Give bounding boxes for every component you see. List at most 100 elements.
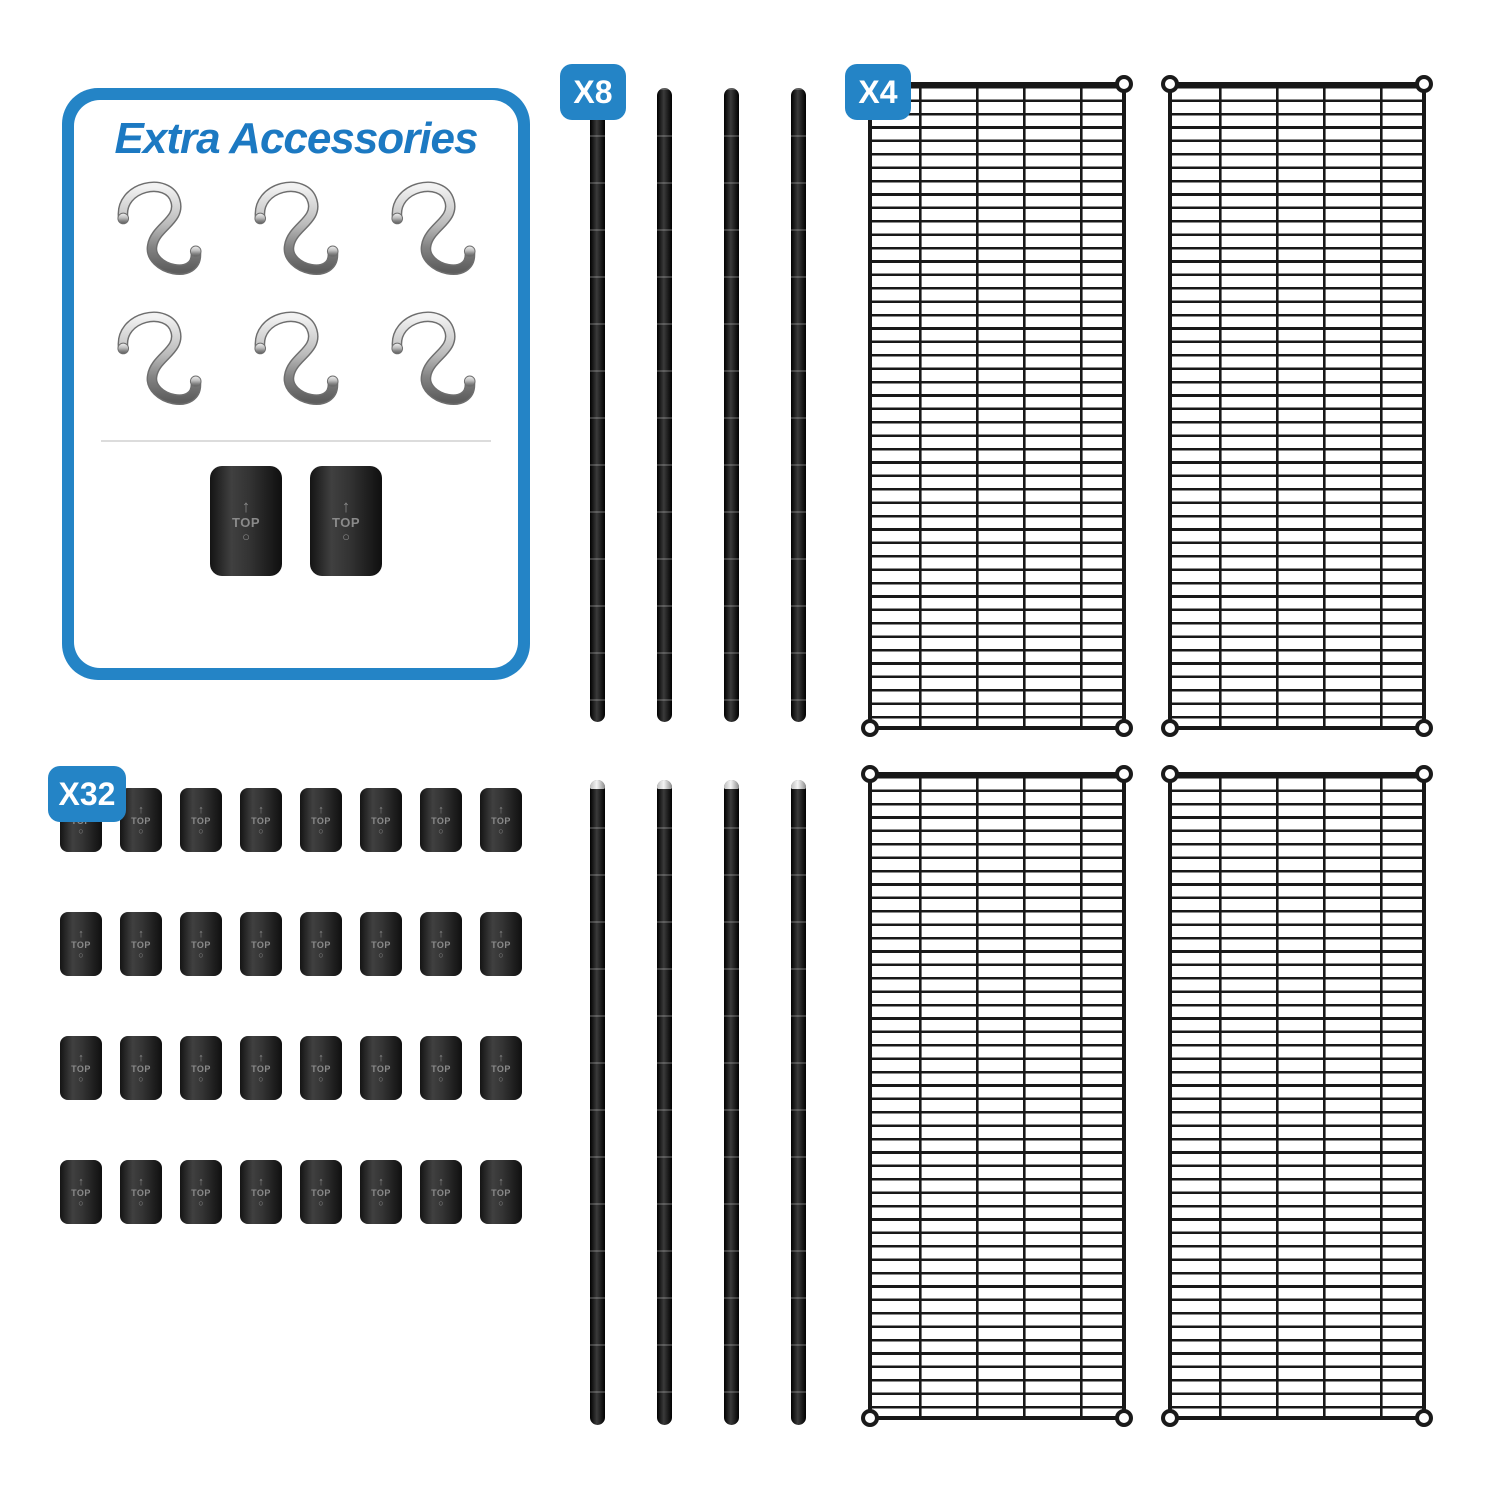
clip-ring-mark: ○: [198, 949, 204, 960]
clip-ring-mark: ○: [78, 1073, 84, 1084]
clip-arrow-mark: ↑: [318, 927, 324, 940]
clip-arrow-mark: ↑: [498, 1051, 504, 1064]
shelf-corner-collar: [861, 719, 879, 737]
clip-arrow-mark: ↑: [498, 927, 504, 940]
plastic-clip: ↑ TOP ○: [180, 1036, 222, 1100]
clip-arrow-mark: ↑: [78, 1051, 84, 1064]
clip-arrow-mark: ↑: [378, 927, 384, 940]
plastic-clip: ↑ TOP ○: [480, 1160, 522, 1224]
shelf-corner-collar: [1415, 765, 1433, 783]
wire-shelf: [861, 75, 1133, 737]
clip-ring-mark: ○: [78, 949, 84, 960]
shelving-pole: [657, 780, 672, 1425]
plastic-clip: ↑ TOP ○: [300, 788, 342, 852]
clip-top-label: TOP: [191, 1187, 211, 1198]
s-hook: [232, 304, 360, 420]
sleeve-samples-group: ↑ TOP ○ ↑ TOP ○: [210, 466, 382, 576]
plastic-clip: ↑ TOP ○: [60, 1036, 102, 1100]
plastic-clip: ↑ TOP ○: [360, 912, 402, 976]
clip-top-label: TOP: [491, 939, 511, 950]
clip-arrow-mark: ↑: [198, 1051, 204, 1064]
clip-ring-mark: ○: [378, 1073, 384, 1084]
sleeve-ring-mark: ○: [242, 529, 250, 544]
clip-arrow-mark: ↑: [258, 803, 264, 816]
clip-arrow-mark: ↑: [138, 927, 144, 940]
clip-ring-mark: ○: [138, 825, 144, 836]
clip-arrow-mark: ↑: [138, 1175, 144, 1188]
plastic-clip: ↑ TOP ○: [480, 912, 522, 976]
clip-top-label: TOP: [311, 1187, 331, 1198]
shelf-corner-collar: [1115, 75, 1133, 93]
clips-quantity-badge: X32: [48, 766, 126, 822]
s-hook: [95, 174, 223, 290]
shelf-corner-collar: [861, 1409, 879, 1427]
clip-ring-mark: ○: [258, 1073, 264, 1084]
clip-arrow-mark: ↑: [198, 927, 204, 940]
clip-ring-mark: ○: [438, 825, 444, 836]
clip-top-label: TOP: [191, 1063, 211, 1074]
clip-top-label: TOP: [311, 1063, 331, 1074]
extra-accessories-panel: Extra Accessories ↑: [62, 88, 530, 680]
clip-ring-mark: ○: [498, 1197, 504, 1208]
clip-arrow-mark: ↑: [318, 1051, 324, 1064]
clip-ring-mark: ○: [138, 1197, 144, 1208]
s-hooks-group: [74, 164, 518, 420]
clip-ring-mark: ○: [258, 1197, 264, 1208]
clip-top-label: TOP: [131, 939, 151, 950]
clip-top-label: TOP: [491, 1187, 511, 1198]
clip-arrow-mark: ↑: [138, 1051, 144, 1064]
plastic-clip: ↑ TOP ○: [300, 1036, 342, 1100]
shelving-pole: [590, 88, 605, 722]
extra-accessories-panel-inner: Extra Accessories ↑: [74, 100, 518, 668]
plastic-sleeve: ↑ TOP ○: [310, 466, 382, 576]
plastic-clip: ↑ TOP ○: [120, 788, 162, 852]
clip-arrow-mark: ↑: [318, 803, 324, 816]
clip-ring-mark: ○: [258, 949, 264, 960]
clip-arrow-mark: ↑: [138, 803, 144, 816]
sleeve-top-label: TOP: [232, 515, 260, 530]
plastic-clip: ↑ TOP ○: [180, 788, 222, 852]
extra-accessories-title: Extra Accessories: [114, 114, 479, 163]
clip-top-label: TOP: [251, 1187, 271, 1198]
clip-top-label: TOP: [431, 1187, 451, 1198]
clip-ring-mark: ○: [378, 825, 384, 836]
clip-top-label: TOP: [191, 815, 211, 826]
sleeve-top-label: TOP: [332, 515, 360, 530]
clip-top-label: TOP: [371, 1187, 391, 1198]
clip-arrow-mark: ↑: [258, 927, 264, 940]
plastic-clip: ↑ TOP ○: [240, 912, 282, 976]
plastic-clips-grid: ↑ TOP ○ ↑ TOP ○ ↑ TOP ○ ↑ TOP ○ ↑ TOP ○ …: [60, 788, 522, 1224]
clip-top-label: TOP: [131, 1063, 151, 1074]
plastic-clip: ↑ TOP ○: [60, 912, 102, 976]
clip-top-label: TOP: [131, 815, 151, 826]
plastic-clip: ↑ TOP ○: [240, 1036, 282, 1100]
clip-ring-mark: ○: [198, 1073, 204, 1084]
shelf-corner-collar: [1161, 765, 1179, 783]
shelf-corner-collar: [861, 765, 879, 783]
poles-group-top: [590, 88, 806, 722]
shelf-corner-collar: [1115, 719, 1133, 737]
clip-top-label: TOP: [491, 1063, 511, 1074]
pole-metal-cap: [791, 780, 806, 789]
shelf-corner-collar: [1161, 719, 1179, 737]
pole-metal-cap: [724, 780, 739, 789]
clip-top-label: TOP: [491, 815, 511, 826]
shelving-pole: [791, 88, 806, 722]
clip-arrow-mark: ↑: [498, 803, 504, 816]
pole-metal-cap: [590, 780, 605, 789]
clip-top-label: TOP: [71, 1063, 91, 1074]
shelf-corner-collar: [1161, 75, 1179, 93]
clip-top-label: TOP: [371, 939, 391, 950]
clip-top-label: TOP: [251, 815, 271, 826]
plastic-clip: ↑ TOP ○: [480, 788, 522, 852]
clip-arrow-mark: ↑: [258, 1051, 264, 1064]
clip-ring-mark: ○: [318, 825, 324, 836]
clip-arrow-mark: ↑: [498, 1175, 504, 1188]
s-hook: [369, 174, 497, 290]
shelves-quantity-badge: X4: [845, 64, 911, 120]
clip-ring-mark: ○: [498, 1073, 504, 1084]
shelves-group-top: [861, 75, 1433, 737]
clip-arrow-mark: ↑: [258, 1175, 264, 1188]
clip-top-label: TOP: [431, 939, 451, 950]
